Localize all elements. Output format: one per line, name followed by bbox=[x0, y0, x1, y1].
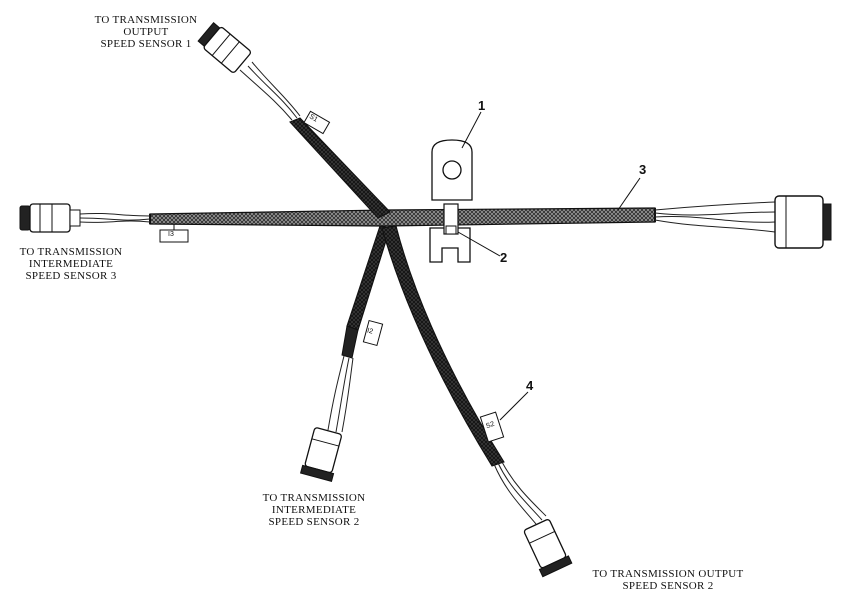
label-intermediate-speed-sensor-3: TO TRANSMISSION INTERMEDIATE SPEED SENSO… bbox=[19, 246, 123, 282]
label-intermediate-speed-sensor-2: TO TRANSMISSION INTERMEDIATE SPEED SENSO… bbox=[262, 492, 366, 528]
label-output-speed-sensor-2: TO TRANSMISSION OUTPUT SPEED SENSOR 2 bbox=[592, 568, 744, 592]
callout-1: 1 bbox=[478, 98, 486, 113]
left-wires bbox=[79, 212, 151, 223]
main-trunk bbox=[149, 207, 656, 227]
branch-intermediate-2 bbox=[327, 225, 391, 433]
connector-right bbox=[774, 195, 832, 249]
branch-output-1 bbox=[239, 61, 391, 219]
connector-output-1 bbox=[197, 22, 252, 73]
branch-output-2 bbox=[381, 225, 547, 525]
connector-left bbox=[19, 203, 189, 243]
tag-intermediate-3: I3 bbox=[168, 231, 174, 238]
mounting-bracket bbox=[429, 139, 473, 263]
connector-intermediate-2 bbox=[299, 427, 342, 482]
label-output-speed-sensor-1: TO TRANSMISSION OUTPUT SPEED SENSOR 1 bbox=[94, 14, 198, 50]
connector-output-2 bbox=[523, 519, 573, 578]
right-wires bbox=[654, 201, 776, 233]
callout-4: 4 bbox=[526, 378, 534, 393]
callout-3: 3 bbox=[639, 162, 647, 177]
callout-2: 2 bbox=[500, 250, 508, 265]
leader-lines bbox=[457, 111, 641, 421]
